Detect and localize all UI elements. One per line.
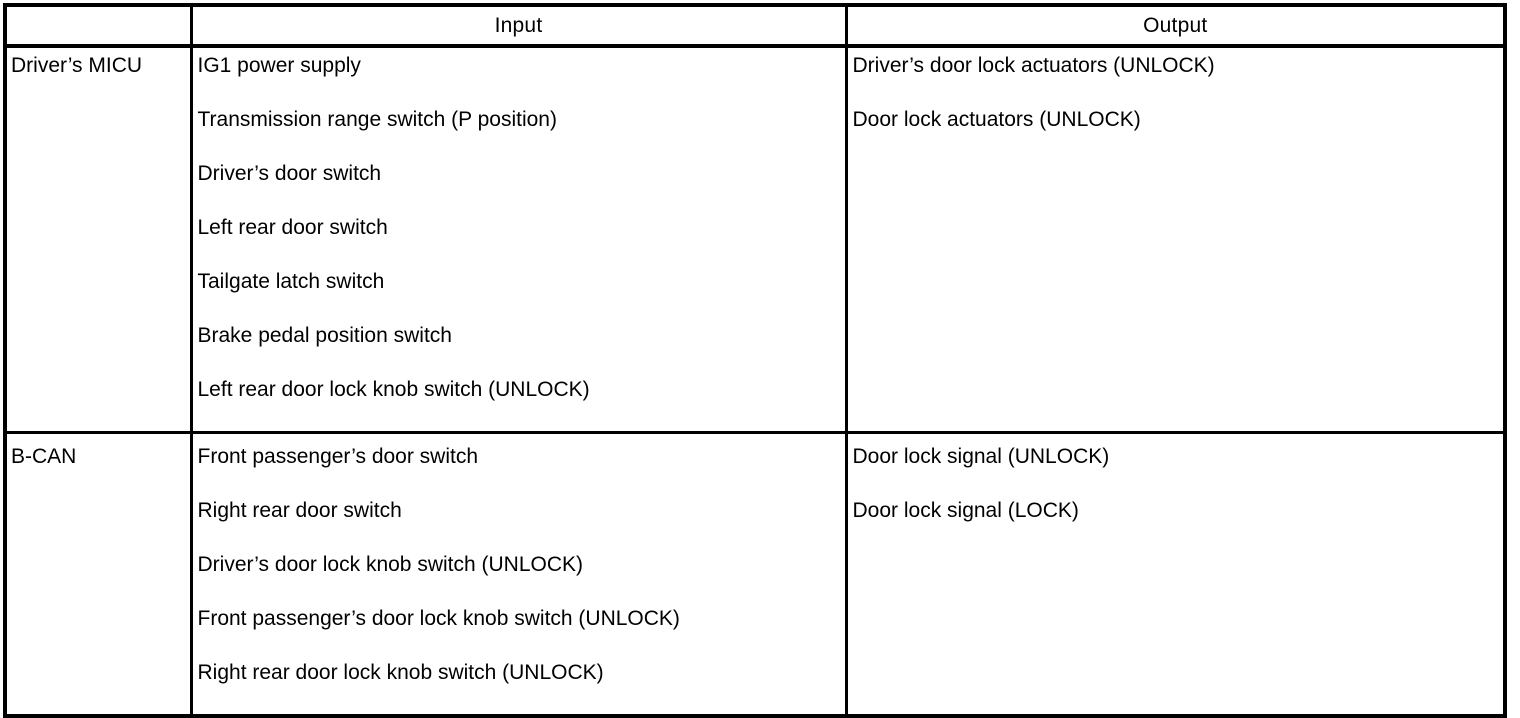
column-header-blank (3, 3, 193, 48)
input-item: Front passenger’s door switch (197, 445, 479, 468)
input-item: Front passenger’s door lock knob switch … (197, 607, 680, 630)
input-item: Left rear door switch (197, 216, 388, 239)
input-item: Right rear door lock knob switch (UNLOCK… (197, 661, 604, 684)
output-item: Door lock signal (LOCK) (852, 499, 1079, 522)
output-item: Driver’s door lock actuators (UNLOCK) (852, 54, 1215, 77)
column-header-input: Input (189, 3, 848, 48)
io-table: Input Output Driver’s MICU IG1 power sup… (3, 3, 1507, 718)
input-item: Brake pedal position switch (197, 324, 452, 347)
input-item: Driver’s door switch (197, 162, 382, 185)
input-item: Left rear door lock knob switch (UNLOCK) (197, 378, 590, 401)
header-row: Input Output (3, 3, 1507, 48)
input-item: Tailgate latch switch (197, 270, 385, 293)
row-label-cell: Driver’s MICU (3, 44, 193, 434)
row-label: B-CAN (11, 445, 77, 468)
output-item: Door lock actuators (UNLOCK) (852, 108, 1141, 131)
input-item: IG1 power supply (197, 54, 361, 77)
output-list: Door lock signal (UNLOCK) Door lock signa… (844, 431, 1507, 718)
input-item: Right rear door switch (197, 499, 402, 522)
input-item: Transmission range switch (P position) (197, 108, 557, 131)
row-label: Driver’s MICU (11, 54, 143, 77)
output-item: Door lock signal (UNLOCK) (852, 445, 1110, 468)
input-item: Driver’s door lock knob switch (UNLOCK) (197, 553, 584, 576)
column-header-output: Output (844, 3, 1507, 48)
output-list: Driver’s door lock actuators (UNLOCK) Doo… (844, 44, 1507, 434)
row-label-cell: B-CAN (3, 431, 193, 718)
